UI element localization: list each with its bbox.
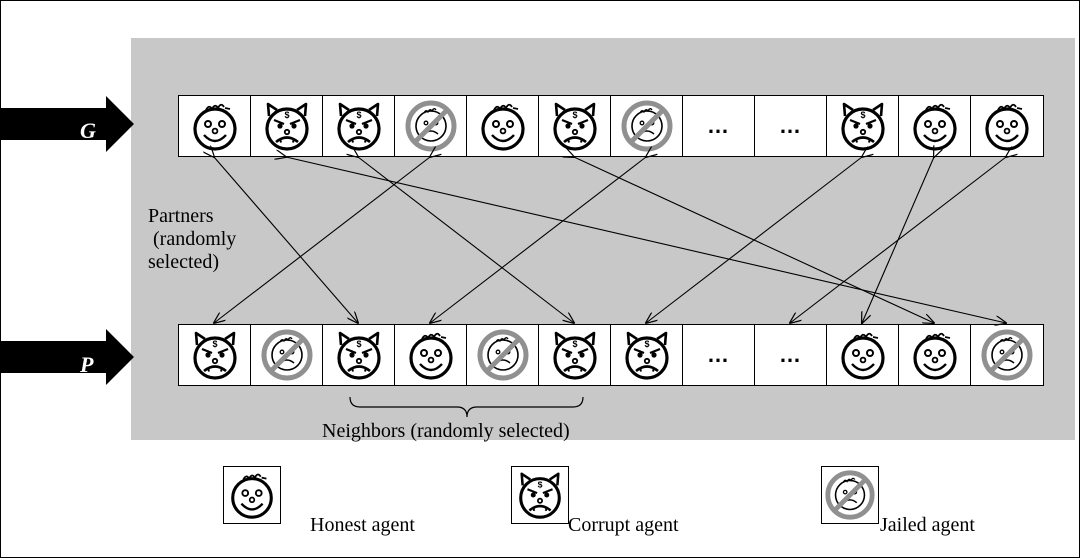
svg-text:$: $ bbox=[644, 339, 649, 349]
svg-text:$: $ bbox=[284, 110, 289, 120]
g-row-label: G bbox=[80, 118, 96, 143]
honest-agent-icon bbox=[467, 96, 539, 156]
corrupt-agent-icon: $ bbox=[251, 96, 323, 156]
honest-agent-icon bbox=[179, 96, 251, 156]
honest-agent-icon bbox=[827, 325, 899, 385]
jailed-agent-icon bbox=[611, 96, 683, 156]
honest-agent-icon bbox=[395, 325, 467, 385]
ellipsis-cell: … bbox=[683, 325, 755, 385]
ellipsis-cell: … bbox=[683, 96, 755, 156]
partners-label-line2: (randomly bbox=[148, 228, 237, 250]
corrupt-agent-icon: $ bbox=[323, 96, 395, 156]
svg-text:$: $ bbox=[212, 339, 217, 349]
jailed-agent-icon bbox=[971, 325, 1043, 385]
partners-label-line1: Partners bbox=[148, 205, 214, 227]
g-arrow bbox=[0, 96, 134, 152]
legend-honest-icon bbox=[223, 466, 281, 524]
legend-honest-label: Honest agent bbox=[310, 514, 415, 536]
legend-corrupt-label: Corrupt agent bbox=[568, 514, 679, 536]
svg-text:$: $ bbox=[356, 339, 361, 349]
corrupt-agent-icon: $ bbox=[611, 325, 683, 385]
jailed-agent-icon bbox=[395, 96, 467, 156]
jailed-agent-icon bbox=[251, 325, 323, 385]
p-population-row: $ $ $ $ … … bbox=[178, 324, 1044, 386]
ellipsis: … bbox=[707, 342, 730, 367]
honest-agent-icon bbox=[971, 96, 1043, 156]
svg-text:$: $ bbox=[860, 110, 865, 120]
corrupt-agent-icon: $ bbox=[539, 325, 611, 385]
svg-text:$: $ bbox=[538, 479, 543, 489]
neighbors-label: Neighbors (randomly selected) bbox=[322, 420, 570, 442]
ellipsis: … bbox=[707, 113, 730, 138]
legend-corrupt-icon: $ bbox=[511, 466, 569, 524]
corrupt-agent-icon: $ bbox=[539, 96, 611, 156]
corrupt-agent-icon: $ bbox=[323, 325, 395, 385]
ellipsis-cell: … bbox=[755, 325, 827, 385]
svg-text:$: $ bbox=[572, 110, 577, 120]
svg-text:$: $ bbox=[356, 110, 361, 120]
jailed-agent-icon bbox=[467, 325, 539, 385]
ellipsis: … bbox=[779, 342, 802, 367]
p-arrow bbox=[0, 329, 134, 385]
ellipsis-cell: … bbox=[755, 96, 827, 156]
g-population-row: $ $ $ … … $ bbox=[178, 95, 1044, 157]
p-row-label: P bbox=[80, 352, 94, 377]
honest-agent-icon bbox=[899, 96, 971, 156]
honest-agent-icon bbox=[899, 325, 971, 385]
corrupt-agent-icon: $ bbox=[827, 96, 899, 156]
legend-jailed-label: Jailed agent bbox=[880, 514, 975, 536]
legend-jailed-icon bbox=[821, 466, 879, 524]
ellipsis: … bbox=[779, 113, 802, 138]
partners-label-line3: selected) bbox=[148, 251, 220, 273]
corrupt-agent-icon: $ bbox=[179, 325, 251, 385]
partners-label: Partners (randomly selected) bbox=[148, 205, 236, 274]
svg-text:$: $ bbox=[572, 339, 577, 349]
